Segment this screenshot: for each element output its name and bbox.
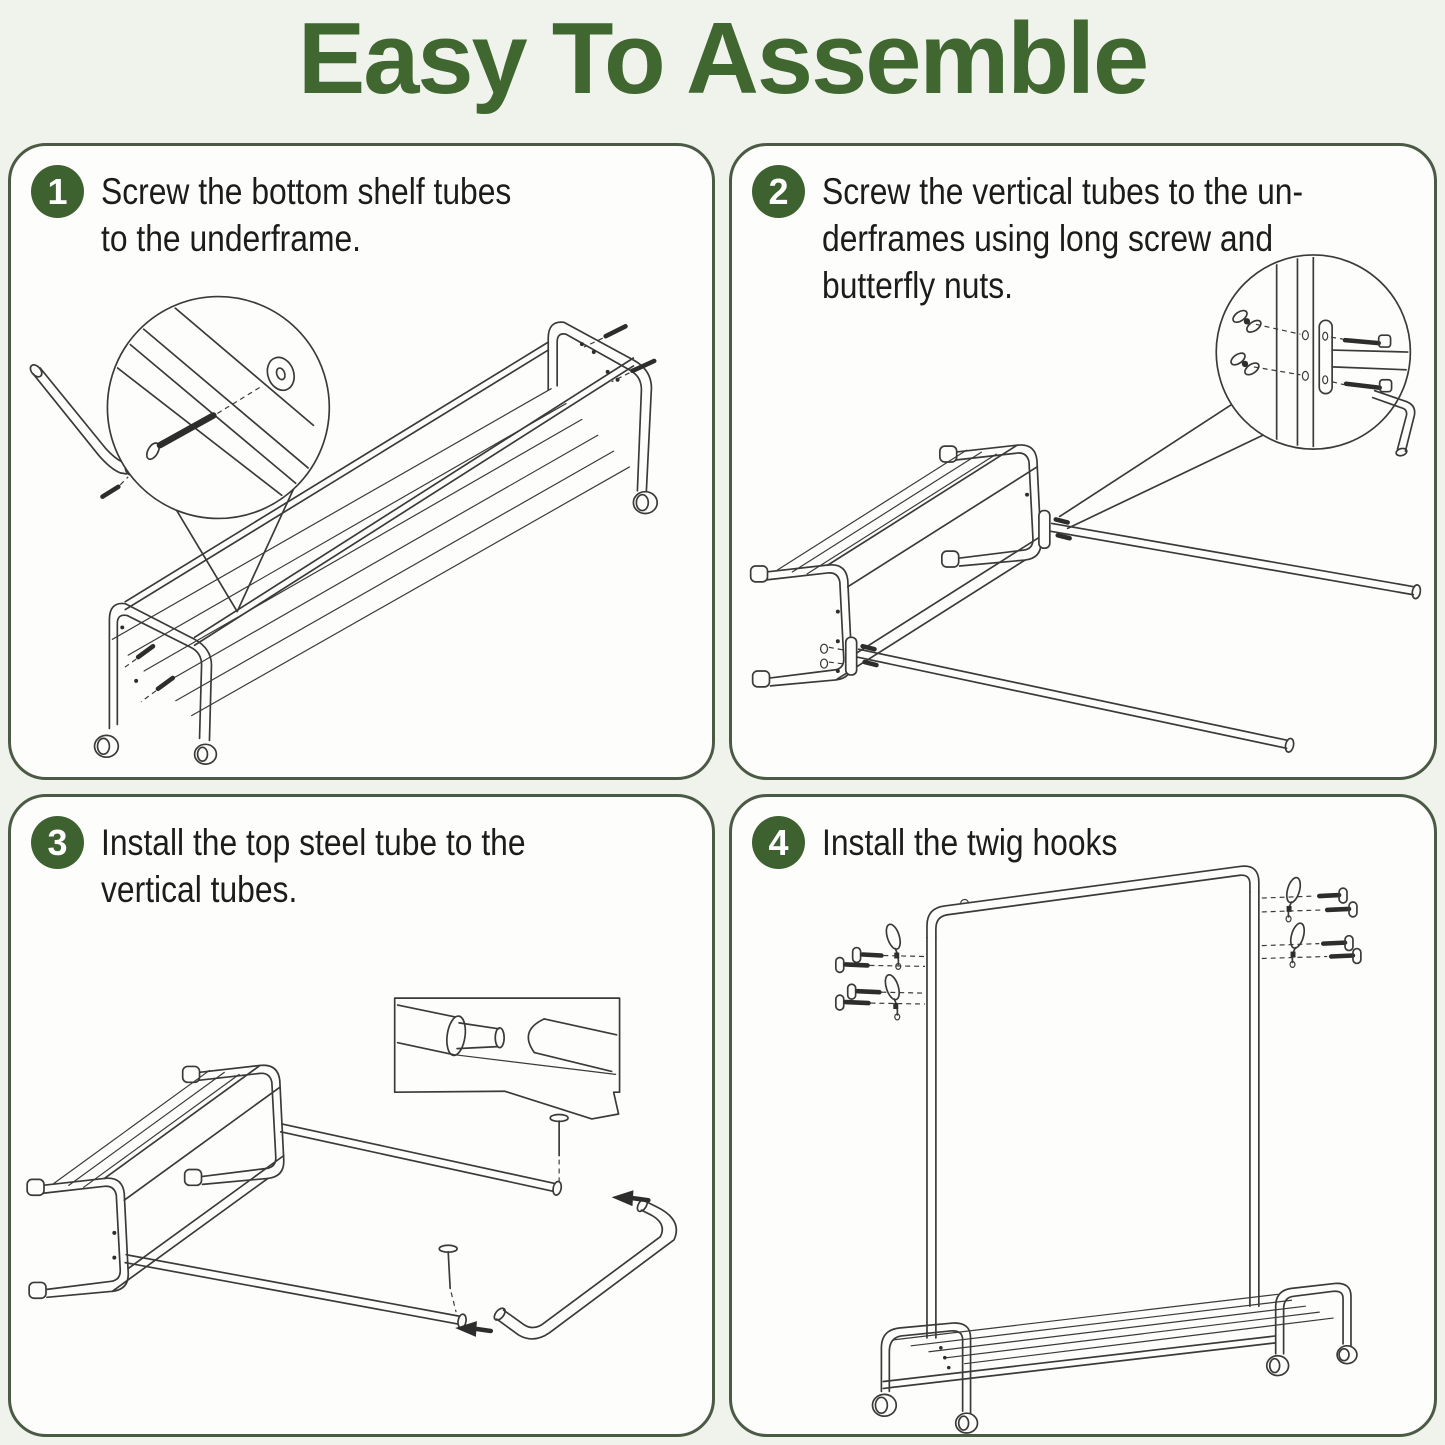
step-1-diagram [29,295,659,765]
step-2-instruction: Screw the vertical tubes to the un- derf… [822,168,1303,309]
step-4-text-line-1: Install the twig hooks [822,822,1118,863]
underframe-drawing [26,1064,563,1329]
long-screw-icon [1331,334,1392,348]
caster-wheel [193,743,218,765]
spring-screw-icon [145,386,262,461]
caster-wheel [93,734,120,759]
screw-icon [1261,887,1348,904]
caster-wheel [954,1412,979,1434]
screw-icon [846,983,926,1000]
screw-hole-detail [266,356,296,392]
twig-hook-icon [885,923,902,970]
step-3-text-line-2: vertical tubes. [101,869,298,910]
step-2-text-line-3: butterfly nuts. [822,265,1014,306]
vertical-tube [124,1253,467,1329]
step-2-diagram [749,254,1422,753]
step-1-text-line-2: to the underframe. [101,218,362,259]
step-3-text-line-1: Install the top steel tube to the [101,822,526,863]
direction-arrow-icon [611,1190,651,1207]
step-2-panel: 2 Screw the vertical tubes to the un- de… [729,143,1437,780]
step-3-panel: 3 Install the top steel tube to the vert… [8,794,715,1437]
step-3-badge: 3 [31,816,84,869]
pointer-wedge [1058,402,1264,530]
tube-joint-callout [393,997,621,1120]
step-3-instruction: Install the top steel tube to the vertic… [101,819,526,913]
screw-icon [611,358,657,383]
screw-icon [1261,934,1354,952]
step-4-badge: 4 [752,816,805,869]
vertical-tube [1038,509,1422,600]
screw-pin-icon [549,1113,569,1184]
screw-icon [140,675,176,703]
screw-icon [121,643,156,670]
butterfly-nut-icon [1232,309,1301,335]
step-2-text-line-2: derframes using long screw and [822,218,1274,259]
step-1-text-line-1: Screw the bottom shelf tubes [101,171,512,212]
twig-hooks-right [1261,876,1362,968]
page-title: Easy To Assemble [297,3,1149,115]
underframe-drawing [93,321,659,765]
step-1-instruction: Screw the bottom shelf tubes to the unde… [101,168,511,262]
step-3-diagram [26,997,678,1340]
vertical-tube [279,1123,563,1196]
screw-icon [834,994,925,1011]
step-4-diagram [834,865,1362,1434]
screw-icon [1261,901,1358,918]
screw-icon [851,946,926,964]
caster-wheel [1336,1344,1358,1365]
twig-hook-icon [1289,922,1306,968]
step-4-instruction: Install the twig hooks [822,819,1117,866]
top-steel-tube-drawing [493,1198,678,1340]
twig-hook-icon [1285,876,1302,923]
direction-arrow-icon [455,1321,494,1337]
step-2-text-line-1: Screw the vertical tubes to the un- [822,171,1304,212]
garment-rack-drawing [871,865,1358,1434]
caster-wheel [871,1393,898,1418]
screw-icon [834,956,925,974]
caster-wheel [1265,1354,1290,1377]
twig-hooks-left [834,923,926,1021]
step-2-badge: 2 [752,165,805,218]
screw-pin-icon [438,1244,458,1313]
step-1-panel: 1 Screw the bottom shelf tubes to the un… [8,143,715,780]
fastener-detail-circle [1215,254,1416,457]
screw-icon [100,476,129,499]
step-4-panel: 4 Install the twig hooks [729,794,1437,1437]
long-screw-icon [1331,378,1393,393]
magnifier-detail-circle [106,295,331,613]
twig-hook-icon [884,973,901,1021]
underframe-drawing [749,444,1422,753]
butterfly-nut-icon [1230,352,1301,376]
screw-icon [583,324,628,348]
vertical-tube [844,636,1295,753]
caster-wheel [632,490,659,515]
step-1-badge: 1 [31,165,84,218]
allen-key-icon [1371,389,1416,457]
screw-icon [1261,947,1362,965]
